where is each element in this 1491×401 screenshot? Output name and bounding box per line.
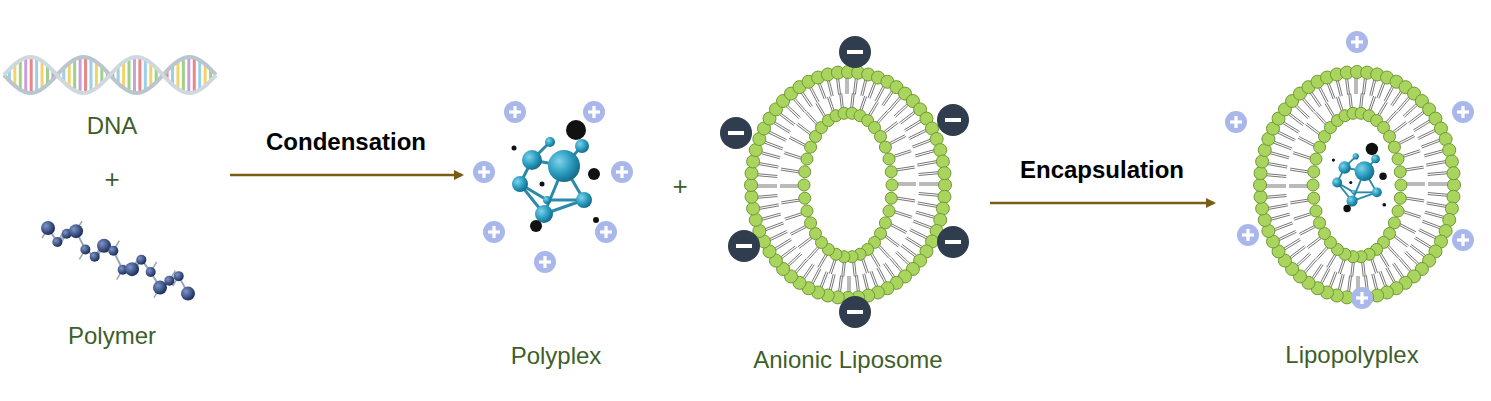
plus-sign: + <box>672 172 687 200</box>
reaction-arrow <box>990 202 1214 205</box>
figure-group: Polyplex <box>468 90 644 380</box>
arrow-label: Encapsulation <box>1018 156 1186 184</box>
arrow-label: Condensation <box>264 128 428 156</box>
node-label: Anionic Liposome <box>712 346 984 374</box>
node-label: Polyplex <box>468 342 644 370</box>
plus-sign: + <box>0 165 224 193</box>
figure-group: Lipopolyplex <box>1220 25 1484 375</box>
node-label: Polymer <box>0 322 224 350</box>
node-label: Lipopolyplex <box>1220 341 1484 369</box>
figure-group: DNA + Polymer <box>0 40 224 360</box>
figure-group: Anionic Liposome <box>712 30 984 380</box>
node-label: DNA <box>0 112 224 140</box>
reaction-arrow <box>230 174 462 177</box>
